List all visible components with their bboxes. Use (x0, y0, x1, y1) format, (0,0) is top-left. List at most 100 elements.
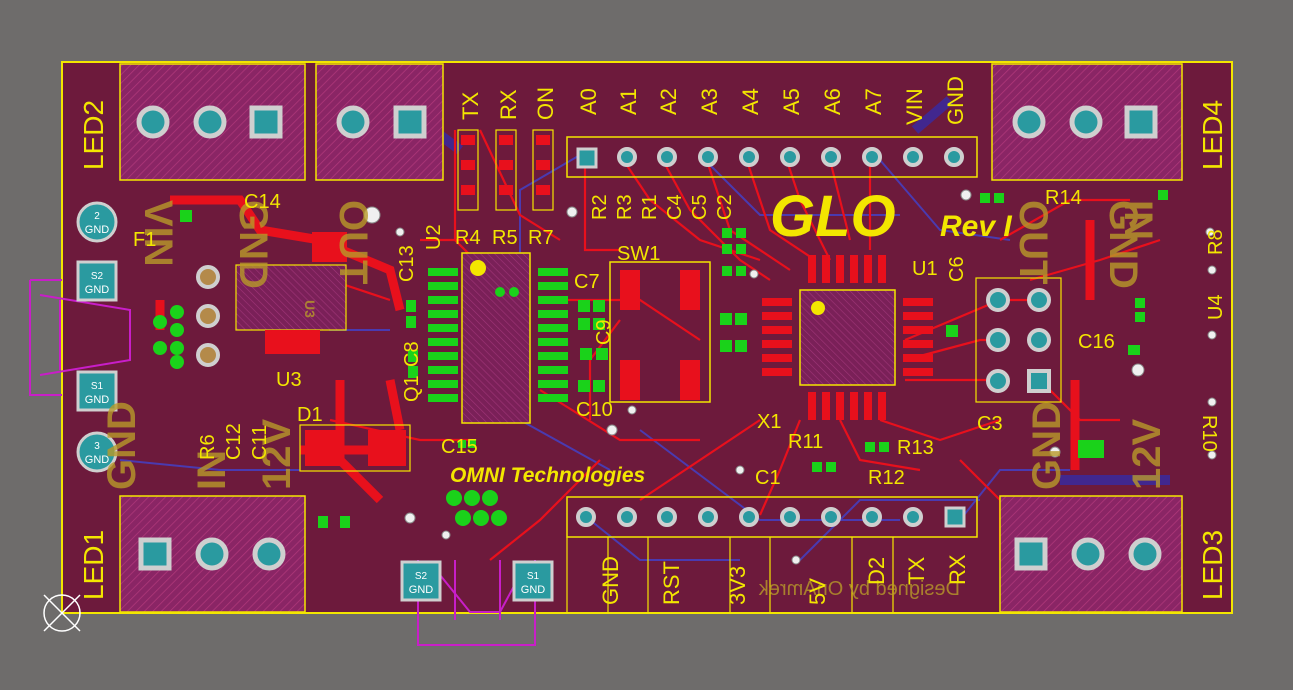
gnd-pad-2[interactable]: 2 GND (76, 201, 118, 243)
header-bottom-label-tx: TX (904, 557, 929, 585)
header-top-label-a4: A4 (738, 88, 763, 115)
bottom-silk-u3: U3 (302, 300, 318, 318)
pad-number: 2 (94, 211, 100, 222)
designator-c16: C16 (1078, 331, 1115, 353)
designator-c2: C2 (714, 194, 736, 220)
header-top-label-gnd: GND (943, 76, 968, 125)
gnd-pad-s1-left[interactable]: S1 GND (76, 370, 118, 412)
pad-number: S2 (91, 271, 104, 282)
uart-label-rx: RX (496, 89, 521, 120)
designator-u1: U1 (912, 258, 938, 280)
pad-number: 3 (94, 441, 100, 452)
pad-label: GND (85, 454, 110, 466)
designer-credit: Designed by OnAmrek (758, 578, 960, 600)
top-silkscreen: LED2 LED1 LED4 LED3 GLO Rev I OMNI Techn… (78, 76, 1228, 605)
designator-u4: U4 (1205, 294, 1227, 320)
pad-label: GND (85, 284, 110, 296)
gnd-pad-s2-left[interactable]: S2 GND (76, 260, 118, 302)
via-dots (153, 305, 507, 526)
board-revision: Rev I (940, 210, 1012, 243)
led4-label: LED4 (1197, 100, 1228, 170)
designator-r12: R12 (868, 467, 905, 489)
led3-label: LED3 (1197, 530, 1228, 600)
u3-regulator[interactable] (235, 232, 347, 354)
led2-label: LED2 (78, 100, 109, 170)
pad-label: GND (85, 394, 110, 406)
bottom-silk-gnd-right-2: GND (1101, 200, 1145, 289)
pad-label: GND (521, 584, 546, 596)
bottom-silk-12v-right: 12V (1125, 419, 1169, 490)
sw1-switch[interactable] (609, 261, 711, 403)
company-name: OMNI Technologies (450, 464, 645, 487)
terminal-block-led2[interactable] (119, 63, 306, 181)
bottom-silk-out-right: OUT (1011, 200, 1055, 284)
designator-u2: U2 (423, 224, 445, 250)
u1-chip[interactable] (762, 255, 937, 420)
designator-r4: R4 (455, 227, 481, 249)
designator-r14: R14 (1045, 187, 1082, 209)
designator-c1: C1 (755, 467, 781, 489)
bottom-silk-in-left: IN (190, 450, 234, 490)
header-bottom-label-d2: D2 (864, 557, 889, 585)
header-top-label-vin: VIN (902, 88, 927, 125)
header-bottom-label-3v3: 3V3 (725, 566, 750, 605)
origin-marker-icon (43, 594, 81, 632)
header-top-label-a0: A0 (576, 88, 601, 115)
designator-r10: R10 (1198, 415, 1220, 452)
led1-label: LED1 (78, 530, 109, 600)
header-top-label-a1: A1 (616, 88, 641, 115)
u2-chip[interactable] (428, 252, 568, 424)
terminal-block-led3[interactable] (999, 495, 1183, 613)
terminal-block-led4[interactable] (991, 63, 1183, 181)
designator-r3: R3 (614, 194, 636, 220)
designator-c4: C4 (664, 194, 686, 220)
pad-number: S2 (415, 571, 428, 582)
uart-jumpers[interactable] (457, 129, 554, 211)
bottom-copper-thin (119, 154, 1070, 561)
header-top-pins[interactable] (566, 136, 978, 178)
d1-diode[interactable] (299, 424, 411, 472)
designator-c15: C15 (441, 436, 478, 458)
header-top-label-a7: A7 (861, 88, 886, 115)
header-top-label-a5: A5 (779, 88, 804, 115)
header-top-label-a6: A6 (820, 88, 845, 115)
terminal-block-led1[interactable] (119, 495, 306, 613)
designator-x1: X1 (757, 411, 781, 433)
small-vias (363, 189, 1217, 565)
pad-label: GND (409, 584, 434, 596)
designator-r8: R8 (1205, 229, 1227, 255)
header-bottom-pins[interactable] (566, 496, 978, 612)
bottom-silk-out-left: OUT (331, 200, 375, 284)
designator-q1: Q1 (401, 375, 423, 402)
bottom-silk-gnd-left-2: GND (100, 401, 144, 490)
designator-r5: R5 (492, 227, 518, 249)
bottom-silkscreen: VIN GND OUT GND IN 12V IN GND 12V GND OU… (100, 200, 1169, 600)
header-bottom-label-gnd: GND (598, 556, 623, 605)
designator-r1: R1 (639, 194, 661, 220)
pad-number: S1 (527, 571, 540, 582)
board-title: GLO (770, 184, 896, 249)
uart-label-on: ON (533, 87, 558, 120)
uart-label-tx: TX (458, 92, 483, 120)
designator-d1: D1 (297, 404, 323, 426)
designator-c11: C11 (249, 425, 271, 460)
usb-connector-outline (29, 279, 536, 646)
pad-number: S1 (91, 381, 104, 392)
designator-sw1: SW1 (617, 243, 660, 265)
bottom-silk-12v-left: 12V (255, 419, 299, 490)
gnd-pad-s2-bottom[interactable]: S2 GND (400, 560, 442, 602)
smd-passives (180, 190, 1168, 528)
designator-r11: R11 (788, 431, 823, 453)
bottom-silk-gnd-right: GND (1025, 401, 1069, 490)
header-bottom-label-rx: RX (945, 554, 970, 585)
gnd-pad-3[interactable]: 3 GND (76, 431, 118, 473)
designator-r6: R6 (197, 434, 219, 460)
pad-label: GND (85, 224, 110, 236)
designator-r2: R2 (589, 194, 611, 220)
terminal-block-aux[interactable] (315, 63, 444, 181)
designator-c5: C5 (689, 194, 711, 220)
gnd-pad-s1-bottom[interactable]: S1 GND (512, 560, 554, 602)
bottom-silk-vin-left: VIN (136, 200, 180, 267)
designator-r7: R7 (528, 227, 554, 249)
